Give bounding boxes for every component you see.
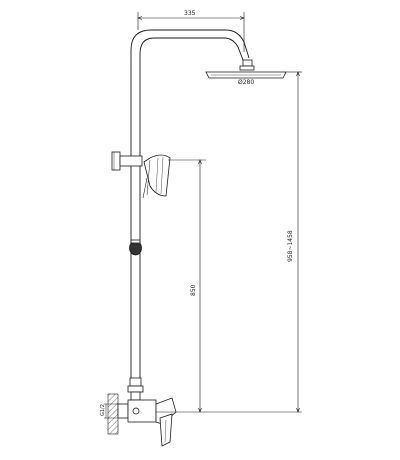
inlet-dimension: [104, 403, 118, 419]
head-diameter-label: Ø280: [238, 79, 254, 86]
inlet-label: G1/2: [100, 404, 106, 416]
total-height-label: 958~1458: [287, 230, 294, 262]
arm-reach-label: 335: [184, 10, 196, 17]
slide-holder: [111, 151, 143, 171]
mixer-valve: [117, 397, 177, 447]
hand-shower-height-dimension: [168, 159, 206, 413]
hand-shower: [142, 154, 171, 199]
lower-connector: [127, 377, 144, 401]
overhead-shower-head: [205, 59, 287, 79]
pipe-coupling: [129, 239, 142, 256]
hand-shower-height-label: 850: [190, 284, 197, 296]
total-height-dimension: [286, 71, 302, 413]
wall-section: [107, 393, 119, 435]
riser-pipe: [130, 29, 250, 390]
arm-reach-dimension: [137, 12, 245, 52]
